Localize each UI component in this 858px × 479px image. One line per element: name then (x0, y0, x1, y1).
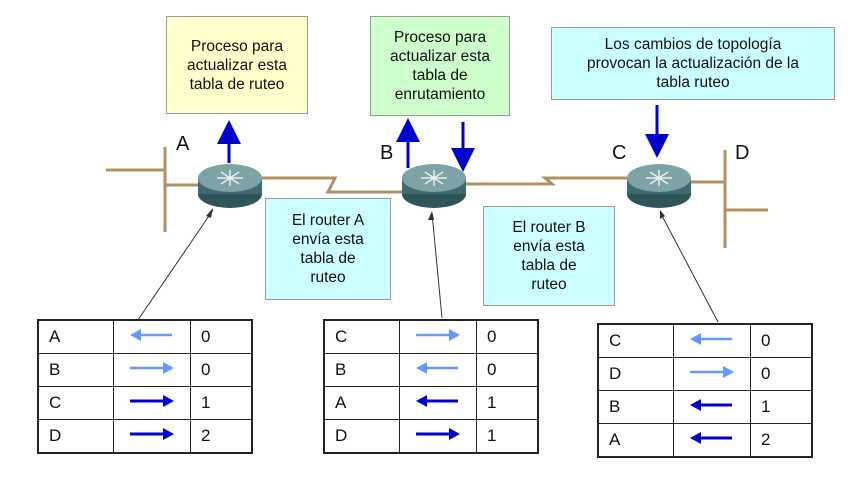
network-cell: A (323, 386, 400, 420)
callout-update-process-b: Proceso para actualizar esta tabla de en… (370, 16, 510, 116)
left-arrow-icon (690, 431, 732, 444)
network-cell: B (323, 353, 400, 387)
left-arrow-icon (416, 394, 458, 407)
right-arrow-icon (130, 361, 174, 374)
hops-cell: 0 (190, 319, 253, 354)
hops-cell: 0 (750, 323, 813, 358)
direction-cell (399, 419, 477, 454)
router-c-icon[interactable] (624, 160, 694, 212)
direction-cell (673, 357, 751, 391)
hops-cell: 1 (476, 419, 539, 454)
hops-cell: 0 (750, 357, 813, 391)
link-a-b (255, 176, 406, 194)
network-cell: A (37, 319, 114, 354)
hops-cell: 1 (190, 386, 253, 420)
right-arrow-icon (130, 427, 174, 440)
pointer-a (137, 209, 214, 321)
right-arrow-icon (416, 427, 460, 440)
network-cell: C (323, 319, 400, 354)
direction-cell (113, 419, 191, 454)
direction-cell (113, 386, 191, 420)
hops-cell: 0 (476, 353, 539, 387)
network-cell: B (597, 390, 674, 424)
pointer-b (431, 212, 443, 319)
callout-update-process-a: Proceso para actualizar esta tabla de ru… (166, 16, 308, 114)
hops-cell: 0 (190, 353, 253, 387)
network-cell: D (323, 419, 400, 454)
direction-cell (399, 353, 477, 387)
right-arrow-icon (416, 328, 460, 341)
direction-cell (113, 319, 191, 354)
direction-cell (673, 323, 751, 358)
router-a-icon[interactable] (195, 160, 265, 212)
label-a: A (176, 133, 190, 155)
left-arrow-icon (690, 332, 732, 345)
callout-router-b-sends: El router B envía esta tabla de ruteo (483, 206, 615, 306)
network-cell: C (37, 386, 114, 420)
direction-cell (399, 319, 477, 354)
left-arrow-icon (416, 361, 458, 374)
network-cell: C (597, 323, 674, 358)
segment-a-line (106, 147, 205, 232)
direction-cell (673, 390, 751, 424)
hops-cell: 1 (750, 390, 813, 424)
direction-cell (113, 353, 191, 387)
link-b-c (462, 176, 628, 186)
left-arrow-icon (690, 398, 732, 411)
network-cell: A (597, 423, 674, 458)
callout-router-a-sends: El router A envía esta tabla de ruteo (265, 198, 391, 300)
right-arrow-icon (690, 365, 734, 378)
left-arrow-icon (130, 328, 172, 341)
label-b: B (380, 142, 394, 164)
pointer-c (659, 211, 719, 323)
router-b-icon[interactable] (399, 160, 469, 212)
direction-cell (399, 386, 477, 420)
label-c: C (612, 142, 627, 164)
direction-cell (673, 423, 751, 458)
label-d: D (735, 142, 750, 164)
hops-cell: 0 (476, 319, 539, 354)
callout-topology-change: Los cambios de topología provocan la act… (551, 27, 835, 100)
hops-cell: 1 (476, 386, 539, 420)
right-arrow-icon (130, 394, 174, 407)
network-cell: B (37, 353, 114, 387)
network-cell: D (37, 419, 114, 454)
hops-cell: 2 (190, 419, 253, 454)
hops-cell: 2 (750, 423, 813, 458)
segment-d-line (690, 150, 768, 248)
network-cell: D (597, 357, 674, 391)
